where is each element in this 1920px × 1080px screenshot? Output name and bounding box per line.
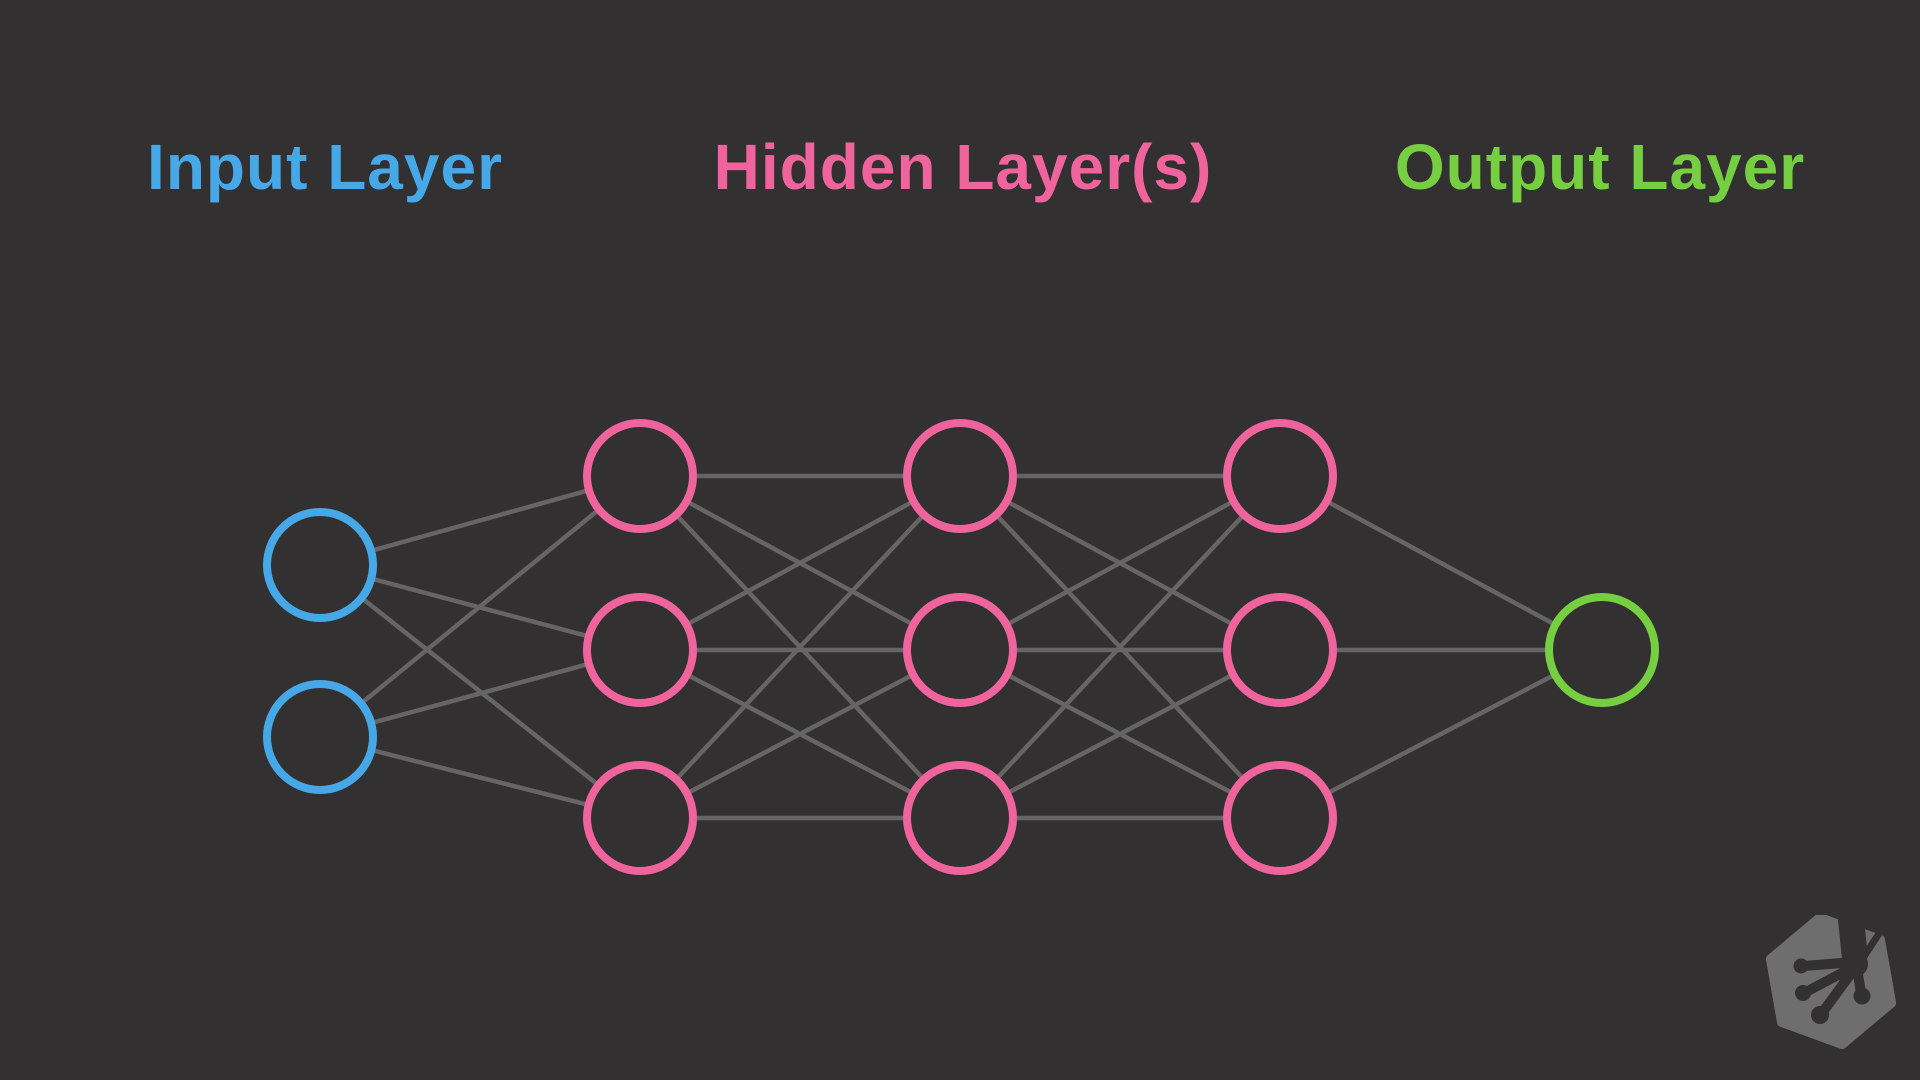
edge-hidden-3-1-to-output-1 xyxy=(1278,474,1604,652)
edge-hidden-2-3-to-hidden-3-2 xyxy=(958,648,1282,820)
node-hidden-2-1 xyxy=(903,419,1017,533)
label-output-layer: Output Layer xyxy=(1394,131,1806,203)
nodes-group xyxy=(263,419,1659,875)
label-hidden-layers: Hidden Layer(s) xyxy=(713,131,1213,203)
node-hidden-3-1 xyxy=(1223,419,1337,533)
edge-hidden-3-3-to-output-1 xyxy=(1278,648,1604,820)
label-input-layer: Input Layer xyxy=(147,131,503,203)
node-hidden-1-3 xyxy=(583,761,697,875)
node-output-1 xyxy=(1545,593,1659,707)
logo-frog-foot-cutout xyxy=(1793,915,1889,1024)
edge-hidden-1-3-to-hidden-2-1 xyxy=(638,474,962,820)
edge-hidden-1-2-to-hidden-2-1 xyxy=(638,474,962,652)
treehouse-logo-icon xyxy=(1765,915,1897,1049)
node-input-1 xyxy=(263,508,377,622)
node-input-2 xyxy=(263,680,377,794)
node-hidden-3-3 xyxy=(1223,761,1337,875)
edge-hidden-1-3-to-hidden-2-2 xyxy=(638,648,962,820)
node-hidden-3-2 xyxy=(1223,593,1337,707)
edge-hidden-2-2-to-hidden-3-1 xyxy=(958,474,1282,652)
edge-input-2-to-hidden-1-1 xyxy=(318,474,642,739)
node-hidden-1-1 xyxy=(583,419,697,533)
node-hidden-2-2 xyxy=(903,593,1017,707)
edge-hidden-2-3-to-hidden-3-1 xyxy=(958,474,1282,820)
node-hidden-2-3 xyxy=(903,761,1017,875)
node-hidden-1-2 xyxy=(583,593,697,707)
